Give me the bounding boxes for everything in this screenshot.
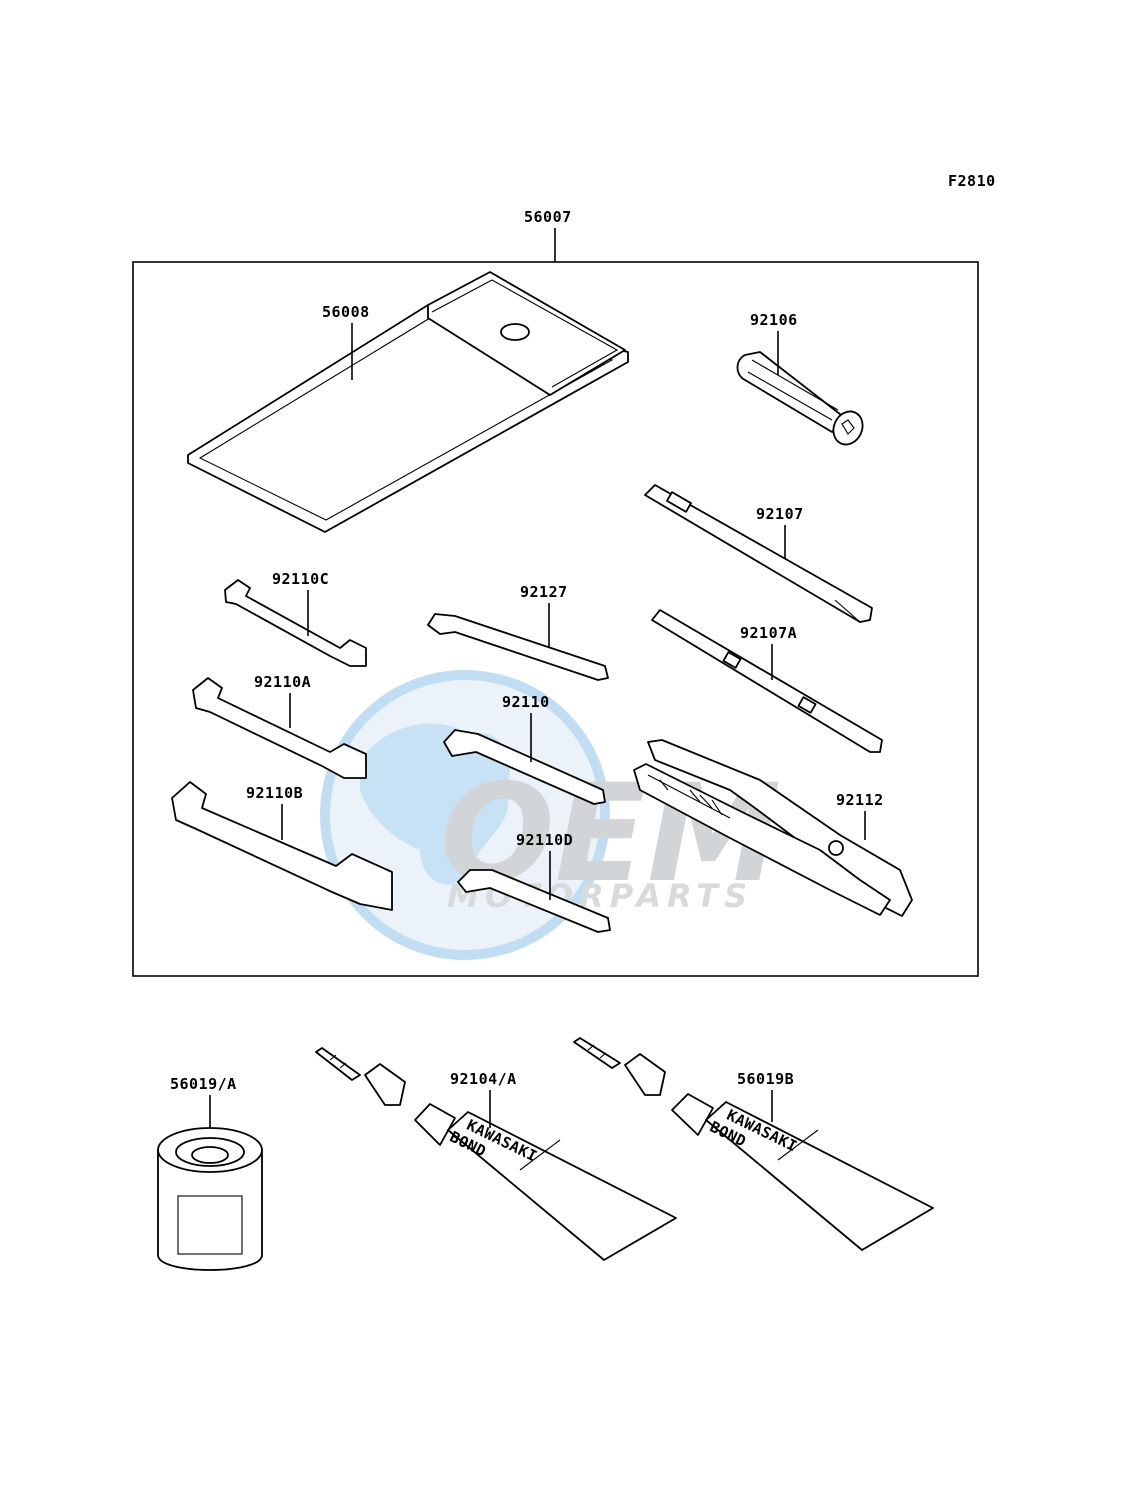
tool-bag-label: 56008 [322, 303, 370, 321]
wrench-small-label: 92110C [272, 570, 329, 588]
hex-key-large-label: 92127 [520, 583, 568, 601]
oil-filter-56019A: 56019/A [157, 1075, 263, 1271]
screwdriver-92107: 92107 [644, 484, 873, 623]
screwdriver-combo-label: 92107A [740, 624, 797, 642]
bond-tube-2-label: 56019B [737, 1070, 794, 1088]
pliers-label: 92112 [836, 791, 884, 809]
plug-wrench-92106: 92106 [736, 311, 864, 446]
screwdriver-92107A: 92107A [651, 609, 883, 753]
wrench-large-label: 92110B [246, 784, 303, 802]
wrench-92110B: 92110B [171, 781, 393, 911]
kit-frame [132, 261, 979, 977]
bond-tube-1-label: 92104/A [450, 1070, 517, 1088]
tool-bag-56008: 56008 [187, 271, 629, 533]
watermark-continents [360, 723, 511, 885]
hex-key-92110: 92110 [443, 693, 606, 805]
wrench-92110C: 92110C [224, 570, 367, 667]
plug-wrench-label: 92106 [750, 311, 798, 329]
pliers-92112: 92112 [633, 739, 913, 917]
hex-key-92127: 92127 [427, 583, 609, 681]
oil-filter-label: 56019/A [170, 1075, 237, 1093]
hex-key-92110D: 92110D [457, 831, 611, 933]
kit-label: 56007 [524, 208, 572, 226]
hex-key-small-label: 92110D [516, 831, 573, 849]
wrench-92110A: 92110A [192, 673, 367, 779]
bond-tube-92104A: KAWASAKI BOND 92104/A [315, 1047, 677, 1261]
wrench-medium-label: 92110A [254, 673, 311, 691]
hex-key-medium-label: 92110 [502, 693, 550, 711]
screwdriver-label: 92107 [756, 505, 804, 523]
figure-code: F2810 [948, 172, 996, 190]
